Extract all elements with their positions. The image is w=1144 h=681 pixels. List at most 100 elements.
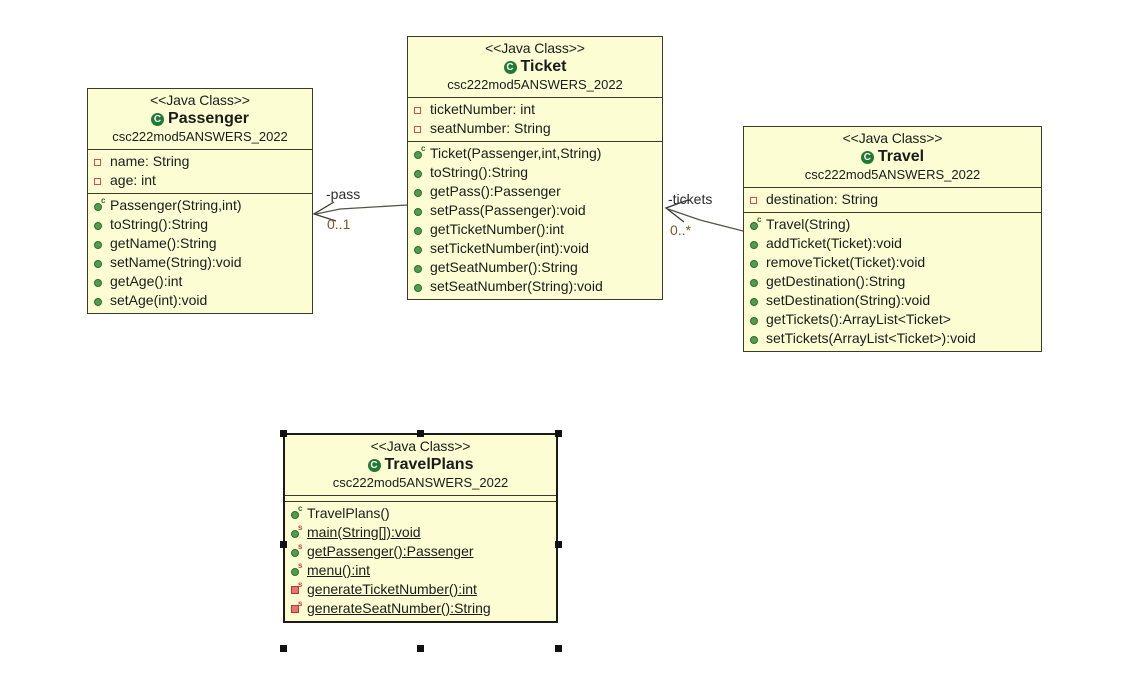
method-row[interactable]: getPass():Passenger [408,182,662,201]
method-row[interactable]: s generateTicketNumber():int [285,580,556,599]
public-static-method-icon: s [290,524,303,540]
public-method-icon [413,222,426,237]
constructor-icon: c [749,216,762,232]
attributes-compartment: destination: String [744,188,1041,213]
association-multiplicity-tickets: 0..* [670,222,692,238]
method-label: generateSeatNumber():String [307,600,491,616]
method-row[interactable]: s generateSeatNumber():String [285,599,556,618]
class-icon: C [860,150,876,165]
method-label: setAge(int):void [110,292,208,308]
selection-handle-top-left[interactable] [280,430,287,437]
class-name: Ticket [520,58,567,75]
field-row[interactable]: destination: String [744,190,1041,209]
method-row[interactable]: getTickets():ArrayList<Ticket> [744,310,1041,329]
method-row[interactable]: getTicketNumber():int [408,220,662,239]
selection-handle-middle-left[interactable] [280,541,287,548]
class-package: csc222mod5ANSWERS_2022 [112,129,288,144]
class-stereotype: <<Java Class>> [370,438,471,454]
method-row[interactable]: setTicketNumber(int):void [408,239,662,258]
class-box-passenger[interactable]: <<Java Class>> C Passenger csc222mod5ANS… [87,88,313,314]
class-header-travelplans: <<Java Class>> C TravelPlans csc222mod5A… [285,435,556,496]
class-package: csc222mod5ANSWERS_2022 [804,167,981,182]
field-row[interactable]: name: String [88,152,312,171]
methods-compartment: c Travel(String) addTicket(Ticket):void … [744,213,1041,351]
method-label: getDestination():String [766,273,906,289]
method-row[interactable]: setDestination(String):void [744,291,1041,310]
field-row[interactable]: age: int [88,171,312,190]
field-row[interactable]: seatNumber: String [408,119,662,138]
selection-handle-top-center[interactable] [417,430,424,437]
method-label: addTicket(Ticket):void [766,235,902,251]
method-row[interactable]: addTicket(Ticket):void [744,234,1041,253]
public-method-icon [413,165,426,180]
method-label: setTickets(ArrayList<Ticket>):void [766,330,976,346]
method-label: Travel(String) [766,216,851,232]
method-row[interactable]: toString():String [408,163,662,182]
class-box-travelplans[interactable]: <<Java Class>> C TravelPlans csc222mod5A… [283,433,558,623]
method-row[interactable]: c TravelPlans() [285,504,556,523]
method-row[interactable]: getAge():int [88,272,312,291]
class-icon: C [367,458,383,473]
class-package: csc222mod5ANSWERS_2022 [332,475,509,490]
method-row[interactable]: setAge(int):void [88,291,312,310]
selection-handle-bottom-left[interactable] [280,645,287,652]
attributes-compartment [285,496,556,502]
method-row[interactable]: c Passenger(String,int) [88,196,312,215]
method-row[interactable]: setName(String):void [88,253,312,272]
field-label: name: String [110,153,190,169]
class-header-ticket: <<Java Class>> C Ticket csc222mod5ANSWER… [408,37,662,98]
method-row[interactable]: setTickets(ArrayList<Ticket>):void [744,329,1041,348]
field-label: seatNumber: String [430,120,551,136]
class-box-travel[interactable]: <<Java Class>> C Travel csc222mod5ANSWER… [743,126,1042,352]
class-stereotype: <<Java Class>> [842,130,943,146]
method-row[interactable]: getSeatNumber():String [408,258,662,277]
class-name-row: C Passenger [92,109,308,129]
method-row[interactable]: setSeatNumber(String):void [408,277,662,296]
methods-compartment: c Ticket(Passenger,int,String) toString(… [408,142,662,299]
method-label: TravelPlans() [307,505,390,521]
class-name-row: C Ticket [412,57,658,77]
selection-handle-bottom-center[interactable] [417,645,424,652]
field-label: age: int [110,172,156,188]
method-label: setPass(Passenger):void [430,202,586,218]
class-package: csc222mod5ANSWERS_2022 [447,77,623,92]
method-label: Passenger(String,int) [110,197,242,213]
class-box-ticket[interactable]: <<Java Class>> C Ticket csc222mod5ANSWER… [407,36,663,300]
field-label: destination: String [766,191,879,207]
method-row[interactable]: s getPassenger():Passenger [285,542,556,561]
method-label: getPass():Passenger [430,183,561,199]
public-method-icon [749,236,762,251]
class-header-travel: <<Java Class>> C Travel csc222mod5ANSWER… [744,127,1041,188]
method-row[interactable]: s menu():int [285,561,556,580]
method-row[interactable]: toString():String [88,215,312,234]
public-method-icon [413,184,426,199]
method-label: getPassenger():Passenger [307,543,474,559]
selection-handle-top-right[interactable] [555,430,562,437]
method-label: main(String[]):void [307,524,421,540]
class-icon: C [151,112,166,127]
method-row[interactable]: getDestination():String [744,272,1041,291]
public-method-icon [93,274,106,289]
method-label: Ticket(Passenger,int,String) [430,145,602,161]
class-stereotype: <<Java Class>> [485,40,585,56]
method-row[interactable]: c Travel(String) [744,215,1041,234]
field-row[interactable]: ticketNumber: int [408,100,662,119]
class-icon: C [503,60,519,75]
public-method-icon [413,241,426,256]
public-method-icon [749,274,762,289]
method-row[interactable]: setPass(Passenger):void [408,201,662,220]
selection-handle-middle-right[interactable] [555,541,562,548]
public-method-icon [413,203,426,218]
public-method-icon [749,312,762,327]
public-method-icon [93,236,106,251]
public-method-icon [93,255,106,270]
method-label: getTickets():ArrayList<Ticket> [766,311,951,327]
method-row[interactable]: getName():String [88,234,312,253]
association-multiplicity-pass: 0..1 [327,216,351,232]
selection-handle-bottom-right[interactable] [555,645,562,652]
method-label: getTicketNumber():int [430,221,565,237]
method-row[interactable]: s main(String[]):void [285,523,556,542]
private-field-icon [93,173,106,188]
method-row[interactable]: removeTicket(Ticket):void [744,253,1041,272]
method-row[interactable]: c Ticket(Passenger,int,String) [408,144,662,163]
